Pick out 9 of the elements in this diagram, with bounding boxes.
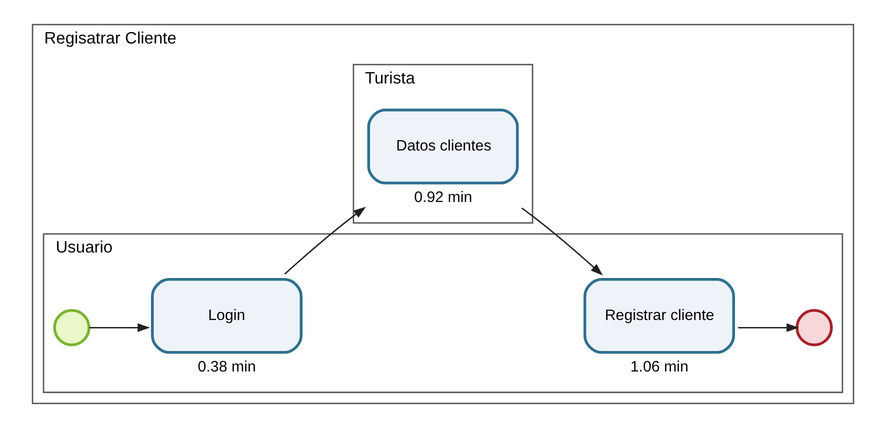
node-circle — [53, 309, 90, 346]
arrow — [521, 208, 603, 276]
arrow — [738, 323, 799, 332]
arrow — [89, 323, 150, 332]
node-circle — [796, 309, 833, 346]
node-label: 1.06 min — [630, 358, 688, 376]
node-label: 0.92 min — [414, 189, 472, 206]
arrow — [284, 206, 366, 275]
node-label: 0.38 min — [198, 358, 256, 376]
